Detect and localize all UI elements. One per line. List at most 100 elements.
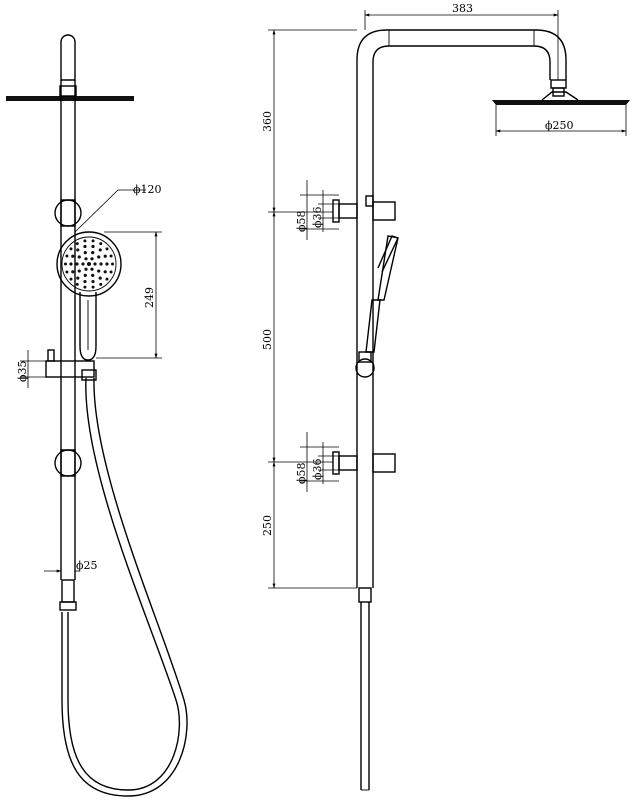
nozzle-dot	[91, 239, 95, 243]
side-holder-ball	[355, 358, 375, 378]
front-lower-bracket	[54, 449, 82, 477]
front-rail-outlet	[61, 579, 75, 603]
nozzle-dot	[65, 254, 69, 258]
nozzle-dot	[105, 277, 109, 281]
front-rain-head-mount	[59, 85, 77, 97]
nozzle-dot	[98, 248, 102, 252]
side-dim250-label: ϕ250	[545, 119, 574, 132]
front-hand-shower-face	[61, 236, 117, 292]
nozzle-dot	[99, 242, 103, 246]
side-dim360-label: 360	[261, 111, 274, 132]
nozzle-dot	[91, 250, 95, 255]
nozzle-dot	[83, 244, 87, 249]
nozzle-dot	[69, 262, 73, 266]
front-dim249-label: 249	[143, 287, 156, 308]
nozzle-dot	[81, 262, 85, 266]
nozzle-dot	[83, 285, 87, 289]
nozzle-dot	[75, 282, 79, 286]
side-lower-dim36-label: ϕ36	[311, 459, 324, 481]
front-dia120-label: ϕ120	[133, 183, 162, 196]
nozzle-dot	[71, 270, 75, 274]
nozzle-dot	[99, 262, 103, 266]
side-outlet-nut	[358, 587, 372, 603]
nozzle-dot	[109, 254, 113, 258]
side-upper-bracket-arm	[338, 203, 358, 219]
nozzle-dot	[90, 267, 94, 271]
side-hand-handle	[365, 299, 381, 353]
side-dim250v-label: 250	[261, 515, 274, 536]
nozzle-dot	[91, 244, 95, 249]
side-arm-inner	[372, 45, 551, 588]
nozzle-dot	[83, 250, 87, 255]
nozzle-dot	[109, 270, 113, 274]
nozzle-dot	[103, 254, 107, 258]
side-lower-bracket-plate	[332, 451, 340, 475]
nozzle-dot	[105, 247, 109, 251]
nozzle-dot	[76, 248, 80, 252]
nozzle-dot	[93, 262, 97, 266]
nozzle-dot	[91, 279, 95, 284]
side-upper-clamp	[372, 201, 396, 221]
nozzle-dot	[105, 262, 109, 266]
nozzle-dot	[103, 270, 107, 274]
side-hand-shower-face	[377, 235, 399, 273]
nozzle-dot	[84, 267, 88, 271]
nozzle-dot	[75, 262, 79, 266]
nozzle-dot	[84, 257, 88, 261]
front-rail-outlet-nut	[59, 601, 77, 611]
front-view: ϕ120 249 ϕ35 ϕ25	[6, 34, 188, 797]
side-upper-dim36-label: ϕ36	[311, 207, 324, 229]
front-lower-bracket-collar	[60, 449, 76, 477]
nozzle-dot	[83, 279, 87, 284]
front-hand-shower-handle	[79, 292, 97, 361]
nozzle-dot	[97, 255, 101, 259]
side-lower-dim58-label: ϕ58	[295, 463, 308, 485]
side-dim500-label: 500	[261, 329, 274, 350]
front-rain-head	[6, 96, 134, 101]
front-rail-top-cap	[60, 34, 76, 81]
nozzle-dot	[69, 277, 73, 281]
nozzle-dot	[77, 255, 81, 259]
nozzle-dot	[77, 269, 81, 273]
side-rain-head	[492, 100, 630, 105]
nozzle-dot	[83, 239, 87, 243]
nozzle-dot	[97, 269, 101, 273]
nozzle-dot	[99, 282, 103, 286]
front-hose-inner	[61, 377, 188, 797]
front-upper-bracket	[54, 199, 82, 227]
nozzle-center-dot	[87, 262, 91, 266]
side-arm-outer	[356, 29, 567, 588]
side-view: 383 ϕ250 360 500 250 ϕ58 ϕ36 ϕ58 ϕ3	[261, 2, 630, 791]
front-hand-holder	[45, 360, 95, 378]
front-hose-outer	[67, 377, 181, 791]
nozzle-dot	[71, 254, 75, 258]
front-dim25-label: ϕ25	[76, 559, 98, 572]
front-hand-shower-nozzles	[64, 239, 114, 289]
front-dim35-label: ϕ35	[16, 361, 29, 383]
nozzle-dot	[83, 273, 87, 278]
side-upper-dim58-label: ϕ58	[295, 211, 308, 233]
nozzle-dot	[98, 276, 102, 280]
side-lower-clamp	[372, 453, 396, 473]
nozzle-dot	[75, 242, 79, 246]
nozzle-dot	[91, 273, 95, 278]
side-upper-clamp-screw	[365, 195, 374, 207]
side-holder-body	[358, 351, 372, 363]
side-rain-head-dome	[541, 91, 579, 101]
nozzle-dot	[91, 285, 95, 289]
side-upper-bracket-plate	[332, 199, 340, 223]
front-holder-knob	[47, 349, 55, 362]
nozzle-dot	[111, 262, 114, 266]
side-lower-bracket-arm	[338, 455, 358, 471]
nozzle-dot	[64, 262, 67, 266]
front-hose-connector	[81, 369, 97, 381]
nozzle-dot	[90, 257, 94, 261]
front-upper-bracket-collar	[60, 199, 76, 227]
nozzle-dot	[65, 270, 69, 274]
side-dim383-label: 383	[452, 2, 473, 15]
side-arm-nut	[550, 79, 567, 89]
nozzle-dot	[69, 247, 73, 251]
front-hand-shower-head	[56, 231, 122, 297]
front-dia120-leader	[74, 189, 146, 233]
